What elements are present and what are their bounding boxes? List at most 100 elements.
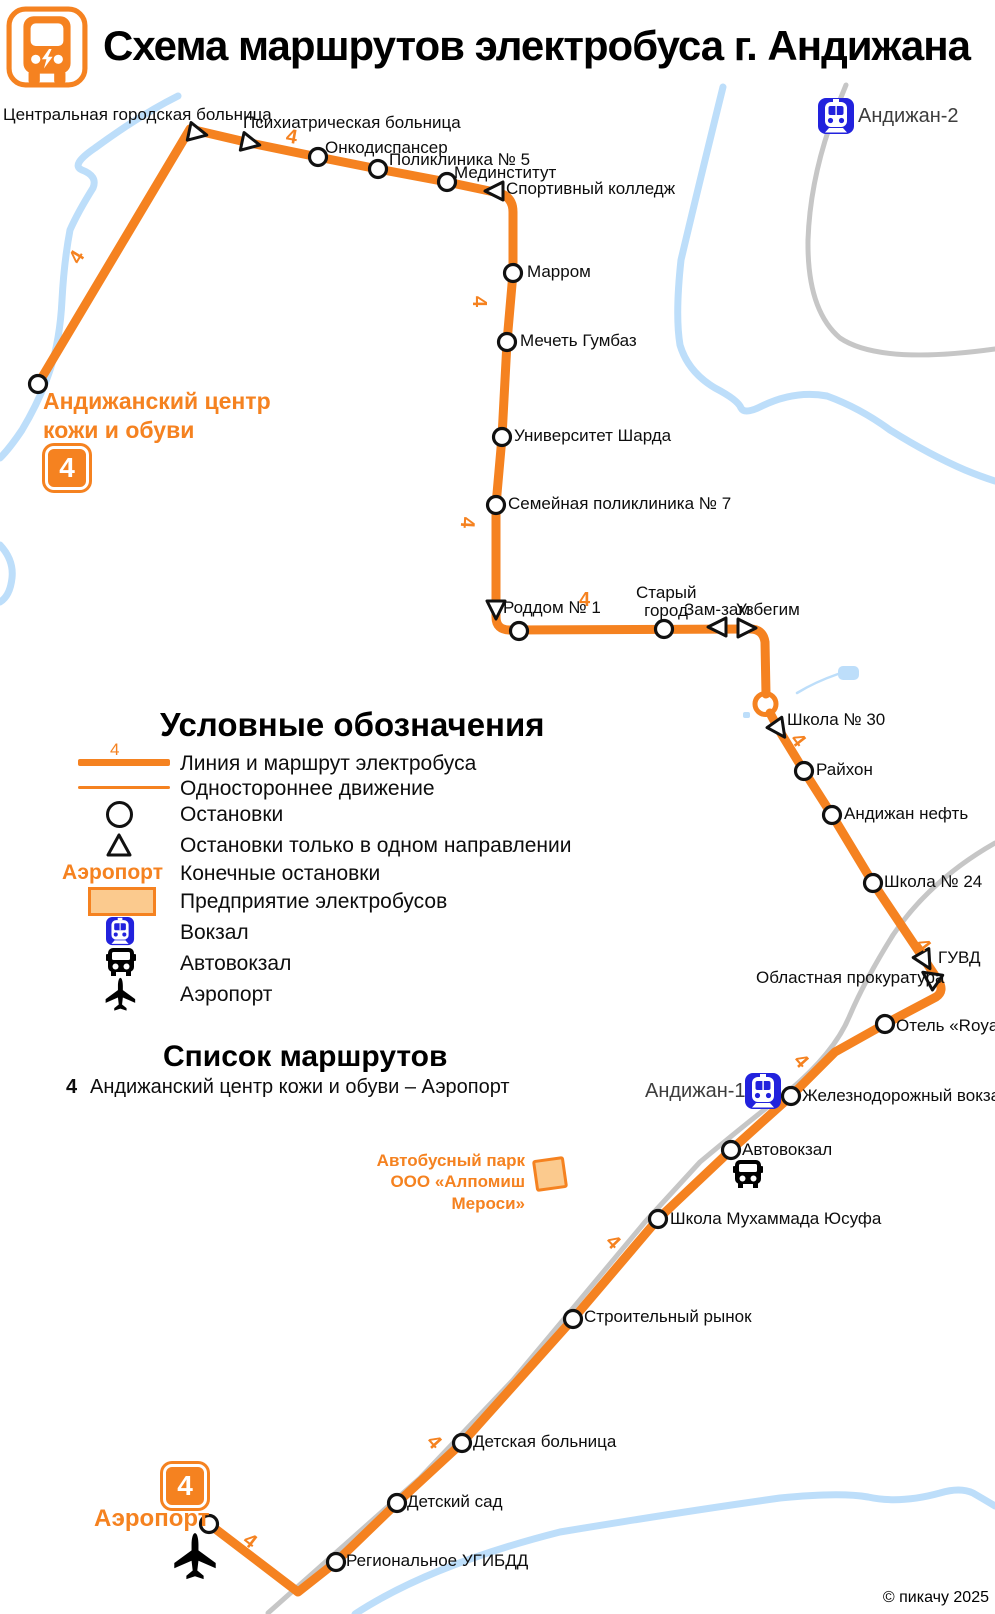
legend-bus-icon [106, 948, 136, 976]
stop-circle [451, 1432, 473, 1454]
route-number-label: 4 [579, 589, 591, 611]
stop-circle [874, 1013, 896, 1035]
stop-label: Семейная поликлиника № 7 [508, 494, 732, 513]
routes-list-title: Список маршрутов [163, 1040, 448, 1073]
route-4-badge: 4 [45, 446, 89, 490]
stop-label: Зам-зам [684, 600, 751, 619]
stop-triangle [736, 617, 758, 639]
legend-triangle-icon [106, 833, 132, 857]
stop-label: Райхон [816, 760, 873, 779]
stop-label: Мечеть Гумбаз [520, 331, 637, 350]
railway-line [265, 82, 995, 1614]
stop-label: Детская больница [473, 1432, 617, 1451]
stop-circle [325, 1551, 347, 1573]
stop-triangle [706, 616, 728, 638]
legend-icons [105, 833, 136, 1011]
stop-label: Онкодиспансер [325, 138, 448, 157]
route-line [33, 124, 946, 1597]
stop-label: Железнодорожный вокзал [802, 1086, 995, 1105]
stop-label: Психиатрическая больница [243, 113, 461, 132]
stop-label: Строительный рынок [584, 1307, 752, 1326]
stop-label: Детский сад [407, 1492, 503, 1511]
stop-label: Старый город [636, 583, 697, 620]
legend-item-label: Остановки только в одном направлении [180, 834, 572, 857]
legend-route-number: 4 [110, 740, 120, 759]
stop-triangle [185, 121, 209, 142]
depot-label-line1: Автобусный парк [376, 1151, 525, 1170]
electrobus-logo-icon [6, 6, 88, 88]
stop-circle [780, 1085, 802, 1107]
stop-label: Школа № 24 [884, 872, 983, 891]
pond [838, 666, 859, 680]
route-number-label: 4 [455, 516, 479, 529]
stop-circle [307, 146, 329, 168]
stop-circle [508, 620, 530, 642]
river [0, 83, 995, 1614]
stop-triangle [485, 599, 507, 621]
stop-label: Спортивный колледж [506, 179, 676, 198]
terminal-airport-label: Аэропорт [94, 1505, 210, 1532]
stop-circle [27, 373, 49, 395]
stop-label: Областная прокуратура [756, 968, 945, 987]
stop-label: Поликлиника № 5 [389, 150, 531, 169]
airplane-icon [174, 1533, 216, 1580]
terminal-center-line2: кожи и обуви [43, 417, 195, 443]
stop-label: Мединститут [454, 163, 557, 182]
stop-label: Узбегим [736, 600, 800, 619]
stop-circle [862, 872, 884, 894]
stop-circles [27, 146, 896, 1573]
stop-label: Центральная городская больница [3, 105, 272, 124]
stop-label: Школа № 30 [787, 710, 886, 729]
route-number-label: 4 [468, 295, 491, 308]
legend-stop-circle-icon [106, 801, 133, 828]
stop-circle [367, 158, 389, 180]
stop-label: Роддом № 1 [503, 598, 601, 617]
stop-circle [647, 1208, 669, 1230]
stop-circle [793, 760, 815, 782]
station-label-andijan1: Андижан-1 [645, 1080, 746, 1102]
stop-label: Андижан нефть [844, 804, 969, 823]
stop-circle [821, 804, 843, 826]
legend-terminal-sample: Аэропорт [62, 861, 164, 884]
stop-triangle [238, 131, 262, 152]
legend-item-label: Предприятие электробусов [180, 890, 448, 913]
copyright: © пикачу 2025 [882, 1589, 989, 1606]
route-4-badge: 4 [163, 1464, 207, 1508]
depot-building [531, 1155, 569, 1193]
legend-thin-line-icon [78, 786, 170, 789]
legend-item-label: Остановки [180, 803, 284, 826]
stop-circle [491, 426, 513, 448]
legend-item-label: Линия и маршрут электробуса [180, 752, 477, 775]
legend-item-label: Конечные остановки [180, 862, 381, 885]
train-station-icon [818, 98, 854, 134]
stop-triangle [921, 970, 945, 992]
stop-circle [720, 1139, 742, 1161]
legend-item-label: Вокзал [180, 921, 249, 944]
stop-circle [436, 171, 458, 193]
legend-item-label: Аэропорт [180, 983, 273, 1006]
one-way-loop [752, 691, 779, 717]
legend-title: Условные обозначения [160, 706, 545, 743]
route-list-number: 4 [66, 1076, 78, 1098]
legend-item-label: Одностороннее движение [180, 777, 435, 800]
depot-label: Автобусный парк ООО «Алпомиш Мероси» [330, 1150, 525, 1214]
stop-triangle [911, 947, 932, 971]
route-list-name: Андижанский центр кожи и обуви – Аэропор… [90, 1076, 510, 1098]
legend-item-label: Автовокзал [180, 952, 292, 975]
stop-label: Региональное УГИБДД [346, 1551, 529, 1570]
stop-label: Отель «Royal» [896, 1016, 995, 1035]
stop-circle [386, 1492, 408, 1514]
stop-circle [653, 618, 675, 640]
stop-circle [502, 262, 524, 284]
legend-thick-line-icon [78, 759, 170, 766]
stop-circle [562, 1308, 584, 1330]
stop-circle [198, 1513, 220, 1535]
stop-triangle [483, 180, 505, 202]
depot-label-line2: ООО «Алпомиш Мероси» [390, 1172, 525, 1213]
bus-station-icon [733, 1160, 763, 1188]
stop-label: Университет Шарда [514, 426, 672, 445]
terminal-center-line1: Андижанский центр [43, 388, 271, 414]
legend-train-icon [106, 917, 135, 946]
legend-depot-icon [88, 887, 156, 916]
